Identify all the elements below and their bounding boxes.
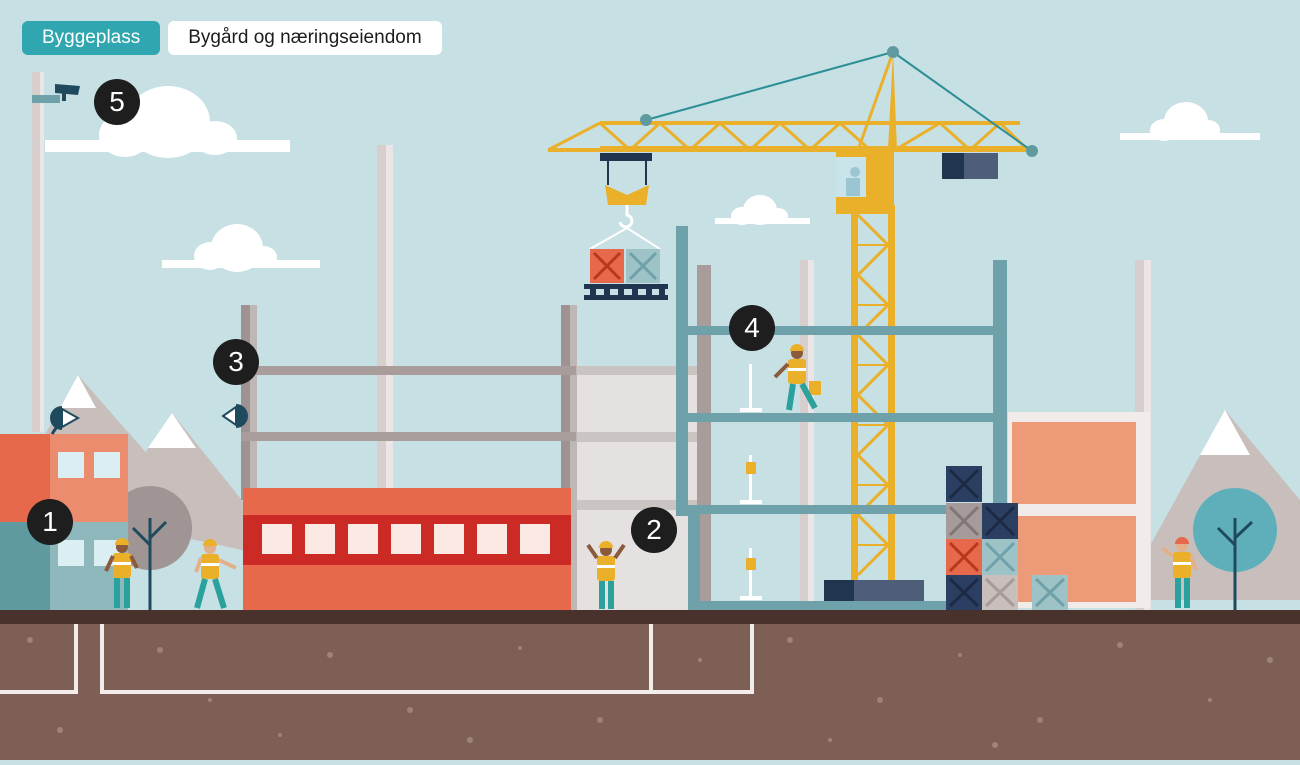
tower-crane (547, 46, 1038, 602)
worker (1160, 537, 1198, 608)
side-building (1008, 412, 1150, 608)
satellite-dish-icon (50, 406, 81, 435)
gate-sensor-icon (221, 404, 248, 428)
tab-byggeplass[interactable]: Byggeplass (22, 21, 161, 55)
cab-operator-icon (846, 167, 860, 196)
worker (773, 344, 821, 411)
container-stack (946, 466, 1068, 610)
hanging-cargo (584, 227, 668, 300)
marker-2-entrance[interactable]: 2 (631, 507, 677, 553)
tree (1193, 488, 1277, 610)
worker (104, 538, 139, 608)
cloud (162, 224, 320, 272)
ground-surface (0, 610, 1300, 624)
marker-3-frame-structure[interactable]: 3 (213, 339, 259, 385)
tab-bar: Byggeplass Bygård og næringseiendom (22, 21, 442, 55)
marker-1-site-office[interactable]: 1 (27, 499, 73, 545)
underground-pipes (0, 624, 754, 694)
worker (194, 539, 237, 609)
tab-bygard-og-naeringseiendom[interactable]: Bygård og næringseiendom (168, 21, 442, 55)
tree (108, 486, 192, 610)
surveillance-camera-icon[interactable] (55, 84, 80, 101)
cloud (1120, 102, 1260, 141)
barrack-module (243, 488, 571, 610)
marker-4-building-floors[interactable]: 4 (729, 305, 775, 351)
cloud (715, 195, 810, 225)
marker-5-surveillance-camera[interactable]: 5 (94, 79, 140, 125)
frame-structure (241, 305, 706, 610)
worker (586, 541, 626, 609)
